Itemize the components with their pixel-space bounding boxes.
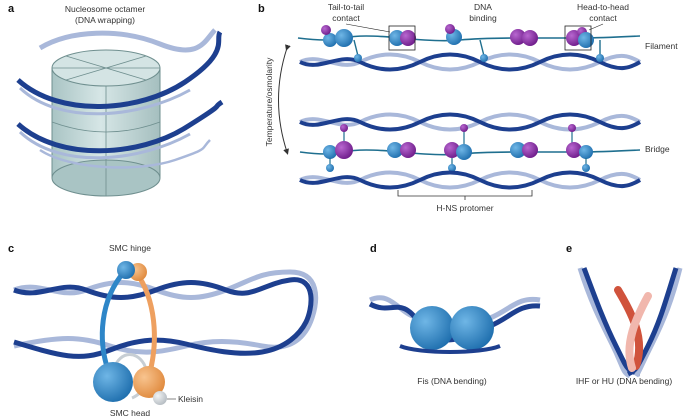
panel-b-letter: b <box>258 3 265 15</box>
label-temperature-osmolarity: Temperature/osmolarity <box>264 57 274 147</box>
tail-to-tail-box <box>388 25 416 51</box>
label-kleisin: Kleisin <box>178 394 203 404</box>
panel-d: d Fis (DNA bending) <box>368 243 541 386</box>
bridge-bottom-dna <box>299 170 642 190</box>
panel-b: b Tail-to-tail contact DNA binding Head-… <box>258 2 678 213</box>
panel-a: a Nucleosome octamer (DNA wrapping) <box>8 3 224 197</box>
label-tail-to-tail-line2: contact <box>332 13 360 23</box>
panel-e-letter: e <box>566 243 572 255</box>
double-arrow <box>278 44 291 155</box>
label-dna-binding-line1: DNA <box>474 2 492 12</box>
panel-c: c SMC hinge Kleisin SMC head <box>8 243 319 418</box>
bridge-top-dna <box>299 112 642 132</box>
panel-c-letter: c <box>8 243 14 255</box>
label-head-to-head-line1: Head-to-head <box>577 2 629 12</box>
filament-proteins <box>297 24 641 62</box>
panel-a-title-line2: (DNA wrapping) <box>75 15 135 25</box>
label-smc-hinge: SMC hinge <box>109 243 151 253</box>
smc-dna-loop <box>13 269 319 359</box>
bridge-proteins <box>299 124 641 172</box>
head-to-head-box <box>564 25 592 51</box>
panel-d-letter: d <box>370 243 377 255</box>
ihf-protein <box>614 286 652 372</box>
label-bridge: Bridge <box>645 144 670 154</box>
label-fis: Fis (DNA bending) <box>417 376 487 386</box>
label-smc-head: SMC head <box>110 408 150 418</box>
label-ihf-hu: IHF or HU (DNA bending) <box>576 376 673 386</box>
nucleosome-octamer <box>16 28 224 197</box>
label-hns-protomer: H-NS protomer <box>436 203 493 213</box>
panel-e: e IHF or HU (DNA bending) <box>566 243 683 386</box>
label-filament: Filament <box>645 41 678 51</box>
label-dna-binding-line2: binding <box>469 13 497 23</box>
tail-to-tail-pointer <box>345 23 391 33</box>
panel-a-letter: a <box>8 3 15 15</box>
panel-a-title-line1: Nucleosome octamer <box>65 4 145 14</box>
filament-dna <box>299 52 642 72</box>
label-head-to-head-line2: contact <box>589 13 617 23</box>
fis-dna-front <box>399 344 501 354</box>
protomer-bracket <box>397 190 533 197</box>
fis-protein <box>410 306 494 350</box>
smc-complex <box>93 261 167 405</box>
label-tail-to-tail-line1: Tail-to-tail <box>328 2 364 12</box>
head-to-head-pointer <box>588 23 604 31</box>
